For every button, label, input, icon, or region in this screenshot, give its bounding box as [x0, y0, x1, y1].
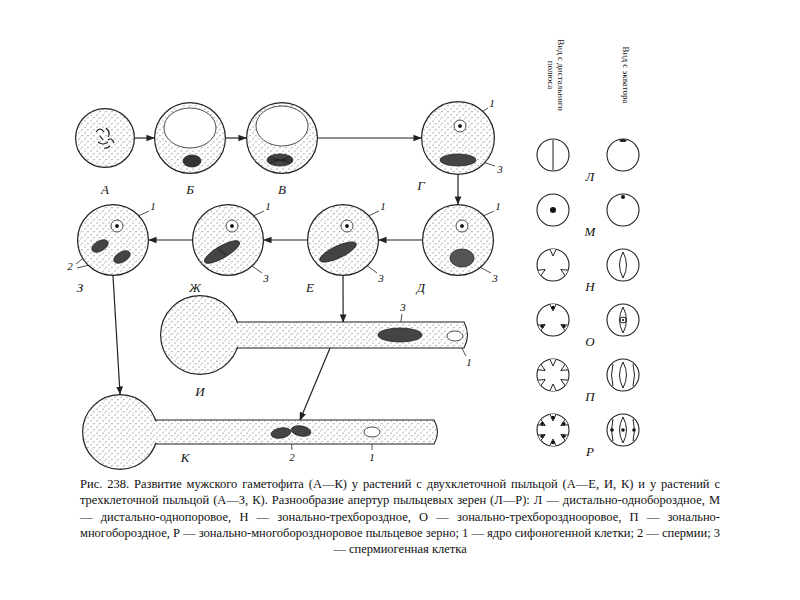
arrow-connector: [342, 276, 343, 322]
stage-letter: Ж: [189, 280, 201, 296]
callout-number: 3: [492, 272, 498, 284]
cell-outline: [82, 394, 442, 470]
arrow-connector: [135, 137, 154, 138]
stage-letter: А: [101, 182, 109, 198]
aperture-drawings: [537, 139, 639, 446]
arrow-connector: [149, 239, 192, 240]
aperture-letter: О: [585, 334, 594, 350]
stage-letter: З: [77, 280, 83, 296]
cell-outline: [154, 102, 226, 174]
cell-outline: [75, 108, 135, 168]
callout-number: 3: [497, 163, 503, 175]
aperture-letter: Л: [586, 169, 595, 185]
cell-outline: [192, 204, 264, 276]
stage-letter: И: [195, 384, 204, 400]
callout-number: 1: [466, 356, 472, 368]
pollen-tube: И: [160, 295, 472, 375]
view-header: Вид с дистального полюса: [546, 29, 567, 121]
arrow-connector: [264, 239, 307, 240]
cell-outline: [246, 102, 318, 174]
stage-letter: К: [181, 450, 190, 466]
pollen-grain: Д: [422, 204, 494, 276]
arrow-connector: [113, 276, 120, 394]
arrow-connector: [226, 137, 246, 138]
pollen-grain: Б: [154, 102, 226, 174]
view-header: Вид с экватора: [621, 29, 631, 121]
callout-number: 2: [67, 260, 73, 272]
cell-outline: [160, 295, 472, 375]
cell-outline: [307, 204, 379, 276]
cell-outline: [421, 101, 495, 175]
aperture-pair: [537, 414, 639, 446]
aperture-pair: [537, 359, 639, 391]
aperture-pair: [537, 304, 639, 336]
stage-letter: В: [278, 182, 286, 198]
aperture-letter: Н: [585, 279, 594, 295]
aperture-letter: П: [585, 389, 594, 405]
callout-number: 3: [400, 301, 406, 313]
stage-letter: Г: [417, 178, 424, 194]
callout-number: 1: [369, 451, 375, 463]
callout-number: 1: [495, 200, 501, 212]
stage-letter: Д: [417, 280, 425, 296]
arrow-connector: [318, 137, 421, 138]
pollen-grain: З: [77, 204, 149, 276]
pollen-grain: Ж: [192, 204, 264, 276]
pollen-grain: Г: [421, 101, 495, 175]
pollen-grain: Е: [307, 204, 379, 276]
callout-number: 3: [378, 272, 384, 284]
aperture-pair: [537, 194, 639, 226]
pollen-grain: В: [246, 102, 318, 174]
stage-letter: Б: [186, 182, 194, 198]
aperture-letter: Р: [586, 444, 594, 460]
pollen-tube: К: [82, 394, 442, 470]
aperture-pair: [537, 139, 639, 171]
stage-letter: Е: [306, 280, 314, 296]
cell-outline: [422, 204, 494, 276]
cell-outline: [77, 204, 149, 276]
arrow-connector: [379, 239, 422, 240]
callout-number: 1: [150, 200, 156, 212]
aperture-pair: [537, 249, 639, 281]
callout-number: 1: [489, 97, 495, 109]
arrow-connector: [457, 175, 458, 204]
callout-number: 3: [263, 272, 269, 284]
aperture-letter: М: [585, 224, 596, 240]
arrow-connector: [300, 348, 330, 420]
callout-number: 1: [265, 200, 271, 212]
callout-number: 1: [380, 200, 386, 212]
pollen-grain: А: [75, 108, 135, 168]
callout-number: 2: [289, 451, 295, 463]
figure-caption: Рис. 238. Развитие мужского гаметофита (…: [80, 476, 720, 557]
